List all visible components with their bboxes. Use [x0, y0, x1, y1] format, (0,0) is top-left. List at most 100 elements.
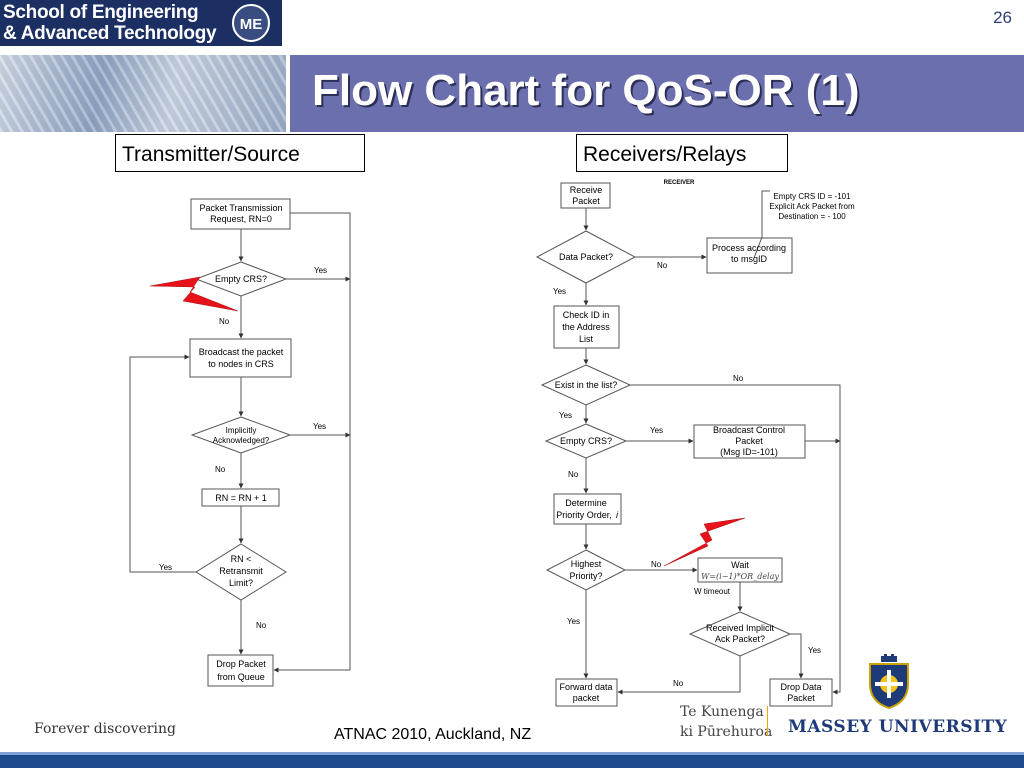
- transmitter-label: Transmitter/Source: [115, 134, 365, 172]
- rx-note-text-2: Explicit Ack Packet from: [769, 202, 855, 211]
- tx-no-label-1: No: [219, 317, 230, 326]
- rx-received-ack-text-1: Received Implicit: [706, 623, 775, 633]
- rx-check-id-text-1: Check ID in: [563, 310, 610, 320]
- tx-yes-label-3: Yes: [159, 563, 172, 572]
- rx-caption: RECEIVER: [664, 180, 695, 186]
- rx-note-bracket: [753, 190, 770, 259]
- rx-determine-text-1: Determine: [565, 498, 607, 508]
- rx-note-text-3: Destination = - 100: [778, 212, 846, 221]
- tx-implicit-text-2: Acknowledged?: [213, 436, 270, 445]
- tx-texts: Packet Transmission Request, RN=0 Empty …: [199, 203, 284, 682]
- rx-check-id-text-3: List: [579, 334, 594, 344]
- footer-bar: [0, 752, 1024, 768]
- rx-determine-text-2: Priority Order,: [556, 510, 612, 520]
- rx-no-label-5: No: [673, 679, 684, 688]
- tx-no-label-2: No: [215, 465, 226, 474]
- rx-data-packet-text: Data Packet?: [559, 252, 613, 262]
- lightning-bolt-right-icon: [663, 517, 746, 567]
- tx-edge-labels: Yes No Yes No Yes No: [159, 266, 327, 630]
- tx-drop-box: [207, 654, 274, 687]
- rx-exist-text: Exist in the list?: [555, 380, 618, 390]
- tx-implicit-text-1: Implicitly: [226, 426, 257, 435]
- rx-forward-text-1: Forward data: [559, 682, 612, 692]
- tx-drop-text-1: Drop Packet: [216, 659, 266, 669]
- rx-highest-diamond: [545, 549, 627, 591]
- rx-drop-text-1: Drop Data: [780, 682, 821, 692]
- rx-yes-label-1: Yes: [553, 287, 566, 296]
- tx-rn-text: RN = RN + 1: [215, 493, 267, 503]
- rx-no-label-4: No: [651, 560, 662, 569]
- slide-title: Flow Chart for QoS-OR (1): [312, 66, 860, 115]
- logo-line-2: & Advanced Technology: [3, 23, 217, 44]
- rx-no-label-1: No: [657, 261, 668, 270]
- lightning-bolt-left-icon: [149, 276, 239, 312]
- tx-rn-limit-text-3: Limit?: [229, 578, 253, 588]
- rx-yes-label-5: Yes: [808, 646, 821, 655]
- rx-determine-var: i: [616, 510, 619, 520]
- rx-note: Empty CRS ID = -101 Explicit Ack Packet …: [769, 192, 855, 221]
- tx-yes-label-2: Yes: [313, 422, 326, 431]
- footer-maori-motto: Te Kunenga ki Pūrehuroa: [680, 702, 772, 742]
- rx-yes-label-3: Yes: [650, 426, 663, 435]
- rx-check-id-text-2: the Address: [562, 322, 610, 332]
- maori-line-2: ki Pūrehuroa: [680, 724, 773, 740]
- rx-yes-label-2: Yes: [559, 411, 572, 420]
- rx-shapes: [535, 182, 833, 707]
- rx-check-id-box: [553, 305, 620, 349]
- rx-drop-box: [769, 678, 833, 707]
- rx-forward-box: [555, 678, 618, 707]
- rx-broadcast-ctrl-text-3: (Msg ID=-101): [720, 447, 778, 457]
- rx-drop-text-2: Packet: [787, 693, 815, 703]
- rx-determine-box: [553, 493, 622, 525]
- tx-shapes: [189, 198, 292, 687]
- tx-implicit-diamond: [190, 416, 292, 454]
- logo-emblem-icon: ME: [232, 4, 270, 42]
- rx-yes-label-4: Yes: [567, 617, 580, 626]
- rx-received-ack-text-2: Ack Packet?: [715, 634, 765, 644]
- tx-request-box: [190, 198, 291, 230]
- footer-tagline: Forever discovering: [34, 721, 176, 737]
- header-separator: [286, 55, 290, 132]
- tx-yes-label-1: Yes: [314, 266, 327, 275]
- rx-wait-text: Wait: [731, 560, 749, 570]
- rx-w-timeout-label: W timeout: [694, 587, 731, 596]
- tx-rn-limit-text-1: RN <: [231, 554, 252, 564]
- rx-process-text-2: to msgID: [731, 254, 768, 264]
- page-number: 26: [993, 8, 1012, 27]
- footer-conference: ATNAC 2010, Auckland, NZ: [334, 726, 532, 743]
- maori-line-1: Te Kunenga: [680, 704, 764, 720]
- tx-broadcast-text-1: Broadcast the packet: [199, 347, 284, 357]
- tx-empty-crs-text: Empty CRS?: [215, 274, 267, 284]
- tx-rn-limit-text-2: Retransmit: [219, 566, 263, 576]
- rx-forward-text-2: packet: [573, 693, 600, 703]
- tx-drop-text-2: from Queue: [217, 672, 265, 682]
- tx-broadcast-box: [189, 338, 292, 378]
- footer-separator: [767, 706, 768, 736]
- rx-receive-text-2: Packet: [572, 196, 600, 206]
- footer-university-name: MASSEY UNIVERSITY: [788, 717, 1008, 737]
- rx-process-box: [706, 237, 793, 274]
- rx-broadcast-ctrl-text-1: Broadcast Control: [713, 425, 785, 435]
- rx-note-text-1: Empty CRS ID = -101: [773, 192, 851, 201]
- rx-empty-crs-text: Empty CRS?: [560, 436, 612, 446]
- school-logo: School of Engineering & Advanced Technol…: [0, 0, 282, 46]
- rx-highest-text-2: Priority?: [569, 571, 602, 581]
- tx-broadcast-text-2: to nodes in CRS: [208, 359, 274, 369]
- tx-request-text-1: Packet Transmission: [199, 203, 282, 213]
- rx-highest-text-1: Highest: [571, 559, 602, 569]
- rx-texts: Receive Packet Data Packet? Process acco…: [555, 185, 822, 703]
- tx-no-label-3: No: [256, 621, 267, 630]
- rx-receive-text-1: Receive: [570, 185, 603, 195]
- rx-broadcast-ctrl-text-2: Packet: [735, 436, 763, 446]
- logo-line-1: School of Engineering: [3, 2, 199, 23]
- rx-receive-box: [560, 182, 611, 209]
- rx-edge-labels: No Yes No Yes Yes No No W timeout Yes Ye…: [553, 261, 821, 688]
- rx-wait-formula: W=(i−1)*OR_delay: [701, 572, 779, 581]
- university-crest-icon: [869, 654, 909, 710]
- rx-no-label-3: No: [568, 470, 579, 479]
- rx-broadcast-ctrl-box: [693, 424, 806, 459]
- rx-process-text-1: Process according: [712, 243, 786, 253]
- receivers-label: Receivers/Relays: [576, 134, 788, 172]
- rx-no-label-2: No: [733, 374, 744, 383]
